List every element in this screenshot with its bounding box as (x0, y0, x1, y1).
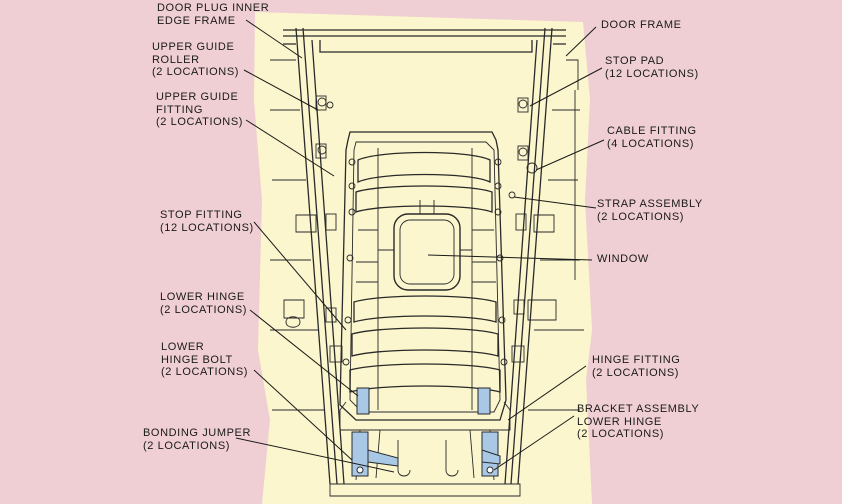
label-lower-hinge: LOWER HINGE (2 LOCATIONS) (160, 291, 248, 316)
label-bracket-assembly-lower-hinge: BRACKET ASSEMBLY LOWER HINGE (2 LOCATION… (577, 403, 700, 440)
label-door-frame: DOOR FRAME (601, 19, 682, 31)
label-upper-guide-fitting: UPPER GUIDE FITTING (2 LOCATIONS) (156, 91, 244, 128)
label-hinge-fitting: HINGE FITTING (2 LOCATIONS) (592, 354, 681, 379)
label-door-plug-inner-edge-frame: DOOR PLUG INNER EDGE FRAME (157, 2, 270, 27)
label-strap-assembly: STRAP ASSEMBLY (2 LOCATIONS) (597, 198, 703, 223)
label-upper-guide-roller: UPPER GUIDE ROLLER (2 LOCATIONS) (152, 41, 240, 78)
label-stop-fitting: STOP FITTING (12 LOCATIONS) (160, 209, 254, 234)
door-frame (270, 27, 584, 485)
label-lower-hinge-bolt: LOWER HINGE BOLT (2 LOCATIONS) (161, 341, 249, 378)
label-window: WINDOW (597, 253, 649, 265)
fittings (315, 95, 538, 366)
leader-lines (235, 19, 605, 473)
lower-hinges (351, 387, 501, 477)
label-bonding-jumper: BONDING JUMPER (2 LOCATIONS) (143, 427, 252, 452)
label-cable-fitting: CABLE FITTING (4 LOCATIONS) (607, 125, 697, 150)
plug-door (329, 131, 521, 497)
label-stop-pad: STOP PAD (12 LOCATIONS) (605, 55, 699, 80)
